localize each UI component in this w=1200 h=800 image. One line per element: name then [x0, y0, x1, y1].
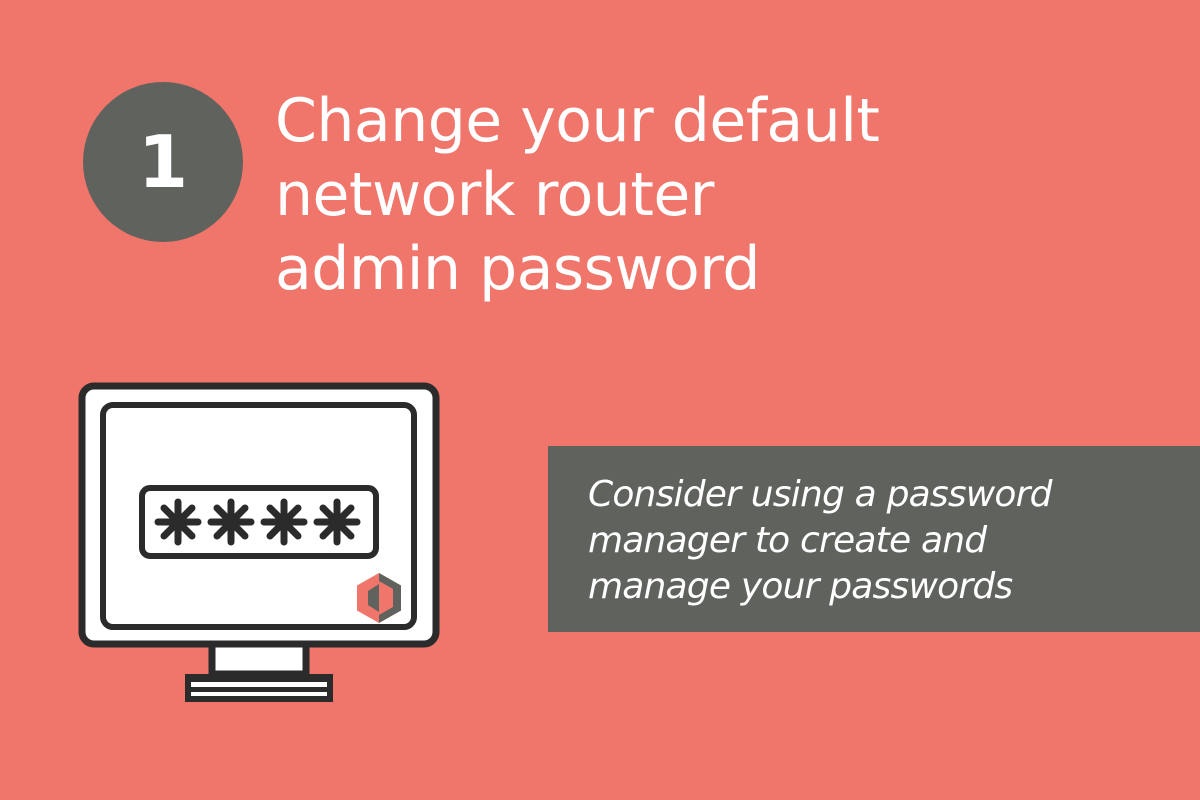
password-field-icon	[139, 485, 379, 559]
hexagon-logo-icon	[357, 573, 401, 623]
tip-line-3: manage your passwords	[588, 566, 1013, 607]
page-title: Change your default network router admin…	[275, 84, 880, 306]
step-number-badge: 1	[83, 82, 243, 242]
monitor-icon	[78, 382, 440, 702]
title-line-2: network router	[275, 160, 714, 230]
tip-line-2: manager to create and	[588, 520, 987, 561]
tip-line-1: Consider using a password	[588, 474, 1053, 515]
tip-banner: Consider using a password manager to cre…	[548, 446, 1200, 632]
step-number: 1	[137, 120, 189, 204]
title-line-1: Change your default	[275, 86, 880, 156]
title-line-3: admin password	[275, 234, 760, 304]
